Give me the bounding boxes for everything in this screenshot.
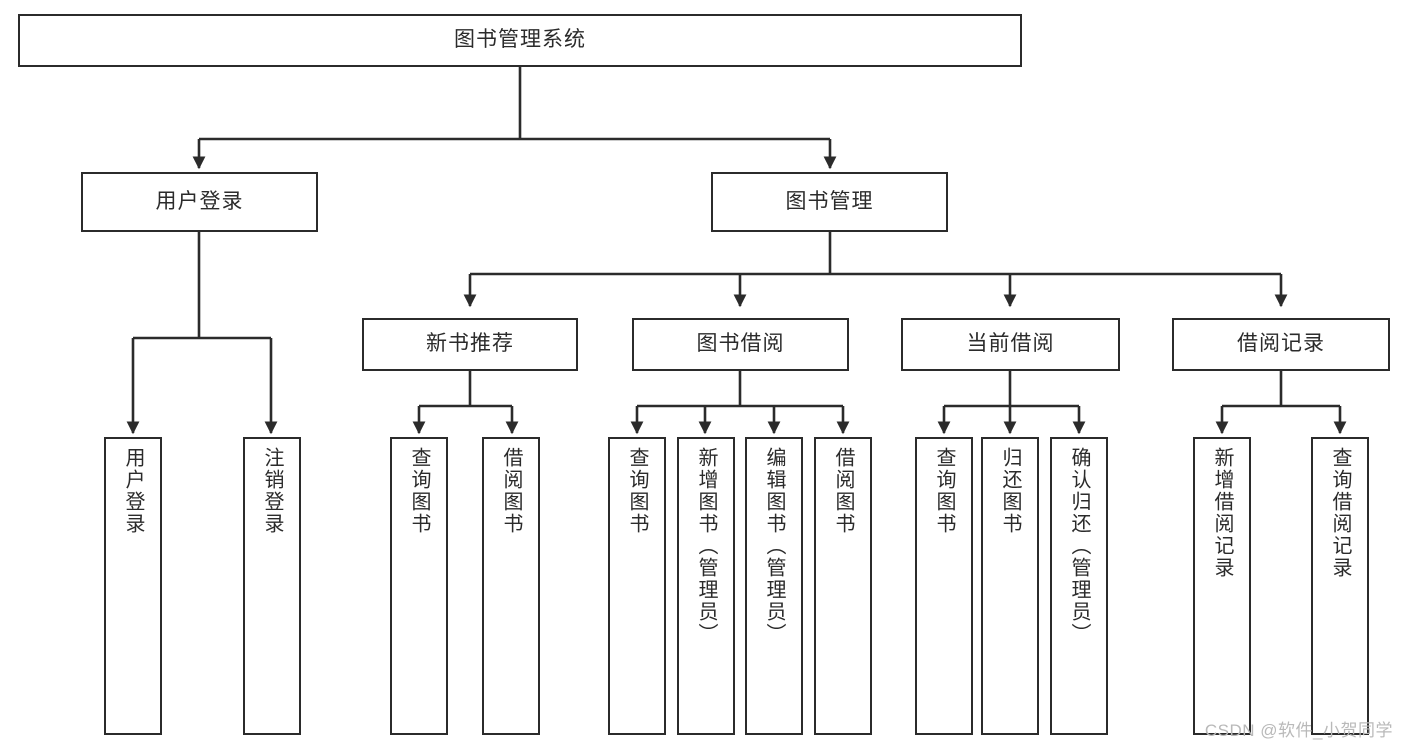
node-leaf-return-book-label: 归还图书 — [999, 447, 1021, 535]
csdn-watermark: CSDN @软件_小贺同学 — [1204, 721, 1393, 740]
node-new-book-recommend-label: 新书推荐 — [426, 332, 514, 356]
node-leaf-current-query-book[interactable]: 查询图书 — [915, 437, 973, 735]
node-leaf-current-query-book-label: 查询图书 — [933, 447, 955, 535]
node-root-system-label: 图书管理系统 — [454, 28, 586, 52]
node-leaf-borrow-book-label: 借阅图书 — [832, 447, 854, 535]
node-leaf-add-borrow-record[interactable]: 新增借阅记录 — [1193, 437, 1251, 735]
node-borrow-record[interactable]: 借阅记录 — [1172, 318, 1390, 371]
node-leaf-confirm-return-admin[interactable]: 确认归还（管理员） — [1050, 437, 1108, 735]
node-current-borrow-label: 当前借阅 — [966, 332, 1055, 356]
node-leaf-user-login-label: 用户登录 — [122, 447, 144, 535]
node-leaf-add-book-admin[interactable]: 新增图书（管理员） — [677, 437, 735, 735]
node-leaf-edit-book-admin[interactable]: 编辑图书（管理员） — [745, 437, 803, 735]
node-leaf-borrow-query-book-label: 查询图书 — [626, 447, 648, 535]
node-leaf-add-borrow-record-label: 新增借阅记录 — [1211, 447, 1233, 579]
node-leaf-add-book-admin-label: 新增图书（管理员） — [695, 447, 717, 645]
node-leaf-edit-book-admin-label: 编辑图书（管理员） — [763, 447, 785, 645]
node-leaf-query-borrow-record[interactable]: 查询借阅记录 — [1311, 437, 1369, 735]
node-book-manage[interactable]: 图书管理 — [711, 172, 948, 232]
node-current-borrow[interactable]: 当前借阅 — [901, 318, 1120, 371]
node-user-login-label: 用户登录 — [155, 189, 244, 213]
node-leaf-logout[interactable]: 注销登录 — [243, 437, 301, 735]
node-root-system[interactable]: 图书管理系统 — [18, 14, 1022, 67]
node-leaf-user-login[interactable]: 用户登录 — [104, 437, 162, 735]
node-leaf-logout-label: 注销登录 — [261, 447, 283, 535]
node-leaf-confirm-return-admin-label: 确认归还（管理员） — [1068, 447, 1090, 645]
node-borrow-record-label: 借阅记录 — [1237, 332, 1325, 356]
node-user-login[interactable]: 用户登录 — [81, 172, 318, 232]
node-leaf-newbook-query-book[interactable]: 查询图书 — [390, 437, 448, 735]
node-leaf-newbook-borrow-book[interactable]: 借阅图书 — [482, 437, 540, 735]
node-leaf-borrow-query-book[interactable]: 查询图书 — [608, 437, 666, 735]
node-leaf-newbook-borrow-book-label: 借阅图书 — [500, 447, 522, 535]
node-new-book-recommend[interactable]: 新书推荐 — [362, 318, 578, 371]
node-book-borrow[interactable]: 图书借阅 — [632, 318, 849, 371]
node-leaf-borrow-book[interactable]: 借阅图书 — [814, 437, 872, 735]
node-book-borrow-label: 图书借阅 — [696, 332, 785, 356]
node-leaf-newbook-query-book-label: 查询图书 — [408, 447, 430, 535]
node-book-manage-label: 图书管理 — [785, 189, 874, 213]
node-leaf-query-borrow-record-label: 查询借阅记录 — [1329, 447, 1351, 579]
node-leaf-return-book[interactable]: 归还图书 — [981, 437, 1039, 735]
